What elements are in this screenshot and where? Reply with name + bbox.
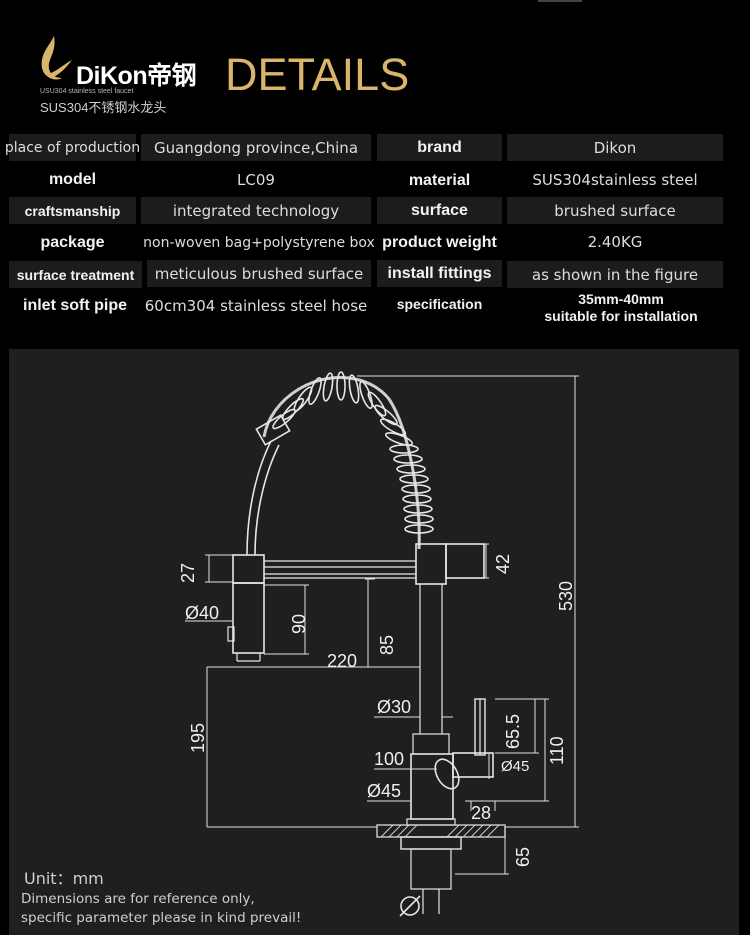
spec-value-package: non-woven bag+polystyrene box	[143, 234, 375, 251]
dim-diameter-45-right: Ø45	[501, 758, 529, 775]
spring-coils	[272, 371, 434, 534]
logo-flame-icon	[41, 36, 72, 80]
dim-diameter-40: Ø40	[185, 603, 219, 623]
dim-28: 28	[471, 803, 491, 823]
disclaimer-line1: Dimensions are for reference only,	[21, 891, 255, 907]
dim-diameter-30: Ø30	[377, 697, 411, 717]
dim-42: 42	[493, 554, 513, 574]
spec-label-weight: product weight	[382, 233, 497, 251]
spec-label-craft: craftsmanship	[9, 197, 136, 224]
dim-85: 85	[377, 635, 397, 655]
dim-220: 220	[327, 651, 357, 671]
faucet-dimension-drawing: 27 Ø40 90 42 530 85 220 195 Ø30 65.5 110…	[178, 371, 579, 917]
spec-value-craft: integrated technology	[141, 197, 371, 224]
spec-value-model: LC09	[237, 170, 275, 189]
spec-label-fittings: install fittings	[377, 260, 502, 287]
brand-logo: DiKon帝钢 USU304 stainless steel faucet SU…	[38, 34, 208, 115]
dim-90: 90	[289, 614, 309, 634]
dim-195: 195	[188, 723, 208, 753]
spec-label-place: place of production	[5, 134, 140, 161]
dim-diameter-45-left: Ø45	[367, 781, 401, 801]
dim-65: 65	[513, 847, 533, 867]
spec-label-pipe: inlet soft pipe	[23, 296, 127, 314]
spec-label-treatment: surface treatment	[9, 261, 142, 288]
brand-tagline: SUS304不锈钢水龙头	[40, 100, 167, 115]
spec-label-material: material	[408, 171, 471, 189]
dim-27: 27	[178, 563, 198, 583]
spec-value-specification: 35mm-40mm suitable for installation	[521, 290, 721, 326]
spec-value-surface: brushed surface	[507, 197, 723, 224]
dimension-drawing-panel: 27 Ø40 90 42 530 85 220 195 Ø30 65.5 110…	[9, 349, 739, 935]
spec-value-pipe: 60cm304 stainless steel hose	[144, 296, 368, 315]
dim-100: 100	[374, 749, 404, 769]
spec-value-brand: Dikon	[507, 134, 723, 161]
spec-value-place: Guangdong province,China	[141, 134, 371, 161]
top-divider	[538, 0, 582, 2]
spec-label-package: package	[40, 233, 105, 251]
header-bar	[0, 0, 750, 130]
spec-value-treatment: meticulous brushed surface	[147, 260, 371, 287]
dim-65-5: 65.5	[503, 714, 523, 749]
spec-label-brand: brand	[377, 134, 502, 161]
dim-530: 530	[556, 581, 576, 611]
brand-tagline-small: USU304 stainless steel faucet	[40, 88, 134, 95]
unit-label: Unit：mm	[24, 869, 104, 888]
spec-value-material: SUS304stainless steel	[532, 170, 698, 189]
disclaimer-line2: specific parameter please in kind prevai…	[21, 910, 302, 926]
spec-label-model: model	[48, 170, 97, 188]
brand-name: DiKon帝钢	[76, 62, 197, 90]
dim-110: 110	[547, 736, 567, 765]
page-title: DETAILS	[225, 49, 410, 100]
spec-label-specification: specification	[396, 295, 483, 312]
spec-label-surface: surface	[377, 197, 502, 224]
spec-value-weight: 2.40KG	[587, 232, 643, 251]
spec-value-specification-line2: suitable for installation	[544, 308, 698, 324]
spec-value-specification-line1: 35mm-40mm	[578, 291, 664, 307]
spec-value-fittings: as shown in the figure	[507, 261, 723, 288]
